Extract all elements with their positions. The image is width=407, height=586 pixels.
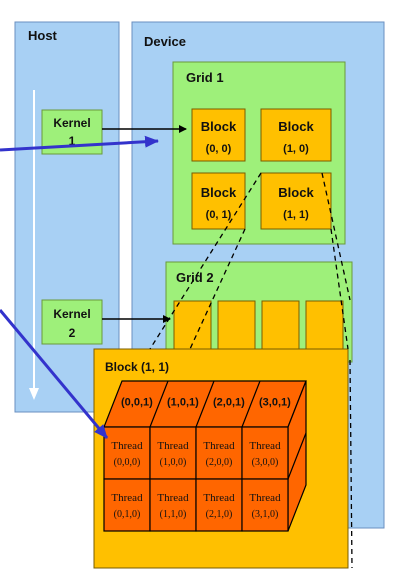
thread-coord: (0,1,0) <box>114 509 141 520</box>
thread-cell <box>195 478 243 532</box>
thread-coord: (1,1,0) <box>160 509 187 520</box>
thread-cell <box>149 478 197 532</box>
thread-label: Thread <box>157 440 189 452</box>
kernel1-call-arrow <box>0 135 159 152</box>
kernel2-call-arrow <box>0 309 109 439</box>
cube-right-divider <box>287 432 307 480</box>
grid1-block-coord: (1, 0) <box>283 143 309 155</box>
grid1-block-0-1 <box>191 172 246 230</box>
kernel2-box <box>41 299 103 345</box>
cube-top-divider <box>241 380 261 428</box>
thread-label: Thread <box>111 492 143 504</box>
zoom-line <box>330 228 349 350</box>
kernel2-label: Kernel <box>53 307 90 321</box>
thread-coord: (3,1,0) <box>252 509 279 520</box>
kernel1-number: 1 <box>69 134 76 148</box>
grid1-title: Grid 1 <box>186 70 224 85</box>
thread-label: Thread <box>249 492 281 504</box>
thread-cube: (0,0,1) (1,0,1) (2,0,1) (3,0,1) Thread (0,0,0… <box>103 380 307 532</box>
thread-cell <box>103 426 151 480</box>
thread-cell <box>149 426 197 480</box>
thread-label: Thread <box>111 440 143 452</box>
thread-label: Thread <box>157 492 189 504</box>
thread-cell <box>103 478 151 532</box>
grid1-block-label: Block <box>278 119 314 134</box>
thread-label: Thread <box>203 492 235 504</box>
cube-top-divider <box>149 380 169 428</box>
back-thread-label: (1,0,1) <box>167 397 199 409</box>
cube-top-divider <box>195 380 215 428</box>
thread-label: Thread <box>203 440 235 452</box>
grid1-block-1-0 <box>260 108 332 162</box>
thread-cell <box>241 426 289 480</box>
host-title: Host <box>28 28 58 43</box>
thread-cell <box>195 426 243 480</box>
zoom-line <box>321 172 351 301</box>
grid1-block-coord: (0, 0) <box>206 143 232 155</box>
grid1-block-0-0 <box>191 108 246 162</box>
zoom-line <box>149 172 262 350</box>
kernel2-number: 2 <box>69 326 76 340</box>
thread-label: Thread <box>249 440 281 452</box>
zoom-line <box>349 359 353 569</box>
thread-coord: (1,0,0) <box>160 457 187 468</box>
thread-coord: (0,0,0) <box>114 457 141 468</box>
grid1-block-label: Block <box>278 185 314 200</box>
back-thread-label: (2,0,1) <box>213 397 245 409</box>
thread-coord: (3,0,0) <box>252 457 279 468</box>
grid1-block-label: Block <box>201 185 237 200</box>
back-thread-label: (0,0,1) <box>121 397 153 409</box>
kernel1-label: Kernel <box>53 116 90 130</box>
host-timeline-arrowhead <box>29 388 39 400</box>
grid1-block-label: Block <box>201 119 237 134</box>
thread-cell <box>241 478 289 532</box>
grid1-block-coord: (1, 1) <box>283 209 309 221</box>
block-detail-title: Block (1, 1) <box>105 360 169 374</box>
grid2-block <box>305 300 344 358</box>
device-title: Device <box>144 34 186 49</box>
thread-coord: (2,0,0) <box>206 457 233 468</box>
thread-coord: (2,1,0) <box>206 509 233 520</box>
grid2-title: Grid 2 <box>176 270 214 285</box>
grid2-block <box>261 300 300 358</box>
grid1-block-1-1 <box>260 172 332 230</box>
grid1-block-coord: (0, 1) <box>206 209 232 221</box>
zoom-line <box>189 228 246 350</box>
back-thread-label: (3,0,1) <box>259 397 291 409</box>
